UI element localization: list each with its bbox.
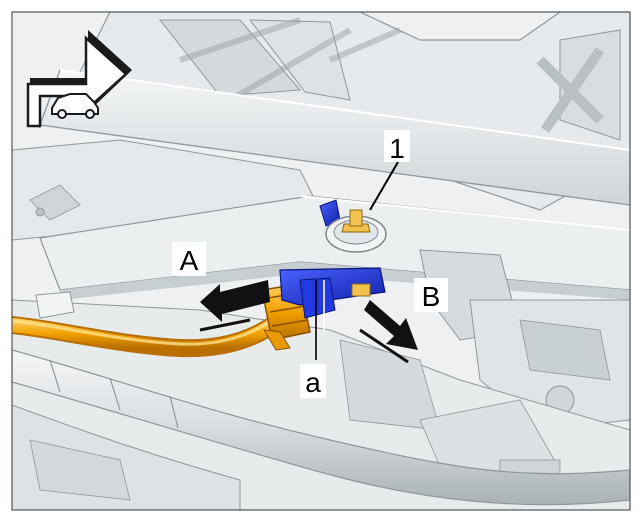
callout-1: 1 <box>389 133 405 164</box>
callout-arrow-a: A <box>180 245 199 276</box>
diagram-frame <box>11 11 631 511</box>
direction-arrow-a <box>199 280 270 332</box>
callout-1-bg <box>384 130 410 162</box>
callout-b-bg <box>414 278 448 312</box>
callout-arrow-b: B <box>422 281 441 312</box>
harness-cable <box>12 313 287 356</box>
callout-label-a-bg <box>300 364 326 398</box>
callout-a-bg <box>172 242 206 276</box>
bolt-part-1 <box>325 209 387 253</box>
callout-label-a: a <box>305 367 321 398</box>
leader-line-1 <box>369 161 399 211</box>
vehicle-direction-icon <box>26 30 132 128</box>
blue-connector <box>279 267 386 319</box>
direction-arrow-b <box>359 300 418 364</box>
